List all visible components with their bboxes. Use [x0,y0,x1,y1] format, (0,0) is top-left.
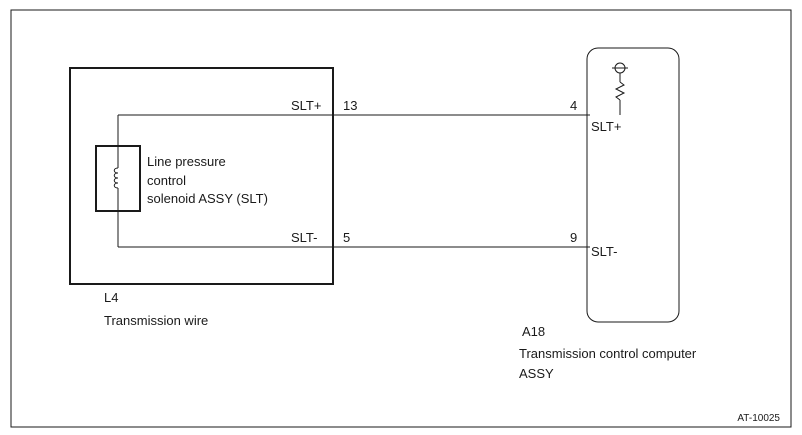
transmission-wire-box [69,67,334,285]
right-terminal-pin-9: 9 [570,230,577,245]
left-terminal-pin-5: 5 [343,230,350,245]
solenoid-label-line-3: solenoid ASSY (SLT) [147,191,268,206]
solenoid-label-line-1: Line pressure [147,154,226,169]
solenoid-label-line-2: control [147,173,186,188]
right-component-name-line-2: ASSY [519,366,554,381]
coil-icon [113,115,119,247]
left-terminal-signal-slt-minus: SLT- [291,230,318,245]
figure-code: AT-10025 [737,413,780,424]
right-component-id: A18 [522,324,545,339]
right-terminal-pin-4: 4 [570,98,577,113]
diagram-frame [10,9,792,428]
computer-box [586,47,680,323]
left-component-id: L4 [104,290,118,305]
resistor-icon [612,62,628,115]
right-terminal-signal-slt-minus: SLT- [591,244,618,259]
left-terminal-signal-slt-plus: SLT+ [291,98,321,113]
right-component-name-line-1: Transmission control computer [519,346,697,361]
left-component-name: Transmission wire [104,313,208,328]
left-terminal-pin-13: 13 [343,98,357,113]
right-terminal-signal-slt-plus: SLT+ [591,119,621,134]
